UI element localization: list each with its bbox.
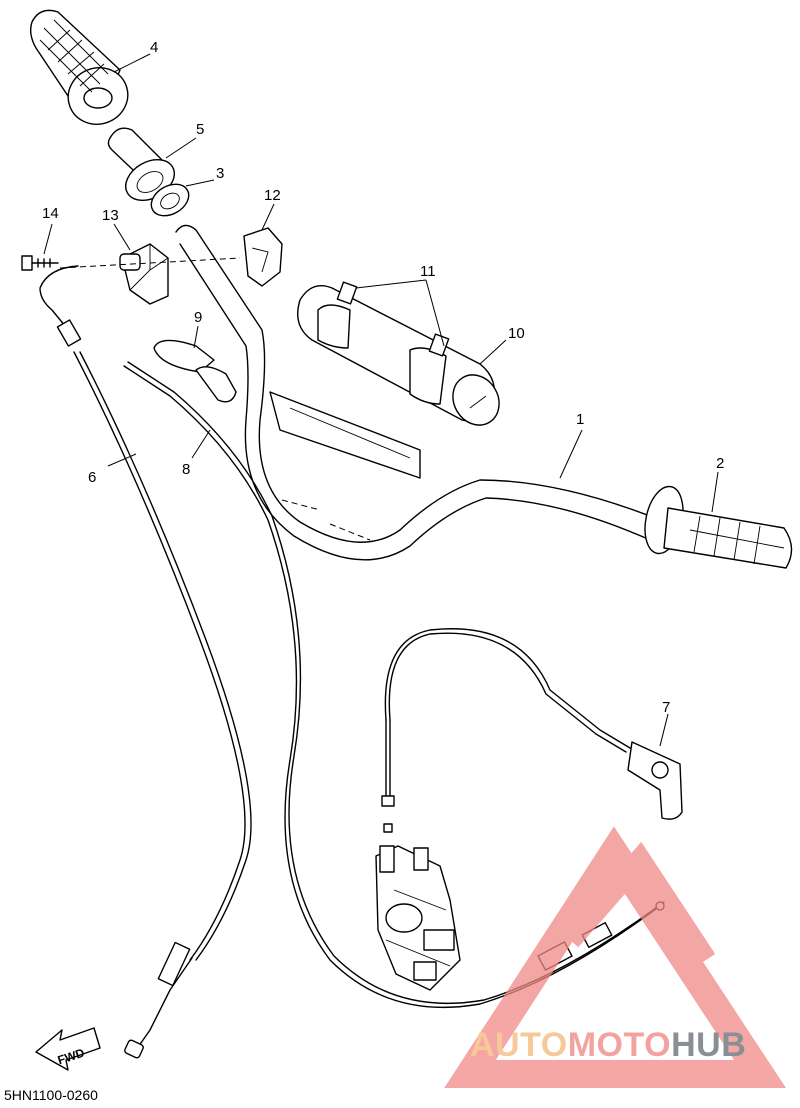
callout-9: 9 [194, 309, 202, 326]
leader-lines [43, 53, 719, 747]
part-4-left-grip [29, 9, 129, 125]
part-7-choke-cable [381, 628, 683, 833]
part-13-throttle-housing [119, 243, 169, 305]
watermark-brand: AUTOMOTOHUB [470, 1026, 746, 1065]
callout-5: 5 [196, 121, 204, 138]
callout-11: 11 [420, 263, 436, 280]
callout-numbers: 1 2 3 4 5 6 7 8 9 10 11 12 13 14 [42, 39, 724, 716]
brand-part-hub: HUB [671, 1026, 747, 1064]
callout-13: 13 [102, 207, 119, 224]
callout-7: 7 [662, 699, 670, 716]
part-6-throttle-cable [39, 265, 252, 1059]
callout-3: 3 [216, 165, 224, 182]
brand-part-auto: AUTO [470, 1026, 568, 1064]
callout-2: 2 [716, 455, 724, 472]
callout-10: 10 [508, 325, 525, 342]
callout-4: 4 [150, 39, 158, 56]
part-1-handlebar [175, 224, 661, 561]
callout-1: 1 [576, 411, 584, 428]
part-9-lever [153, 339, 237, 403]
part-11-pad-bands [317, 281, 450, 405]
callout-6: 6 [88, 469, 96, 486]
carburetor [375, 845, 461, 991]
diagram-code: 5HN1100-0260 [4, 1087, 98, 1103]
part-3-collar [150, 183, 190, 217]
part-14-screw [21, 255, 59, 271]
callout-12: 12 [264, 187, 281, 204]
callout-14: 14 [42, 205, 59, 222]
part-2-right-grip [644, 485, 793, 569]
callout-8: 8 [182, 461, 190, 478]
brand-part-moto: MOTO [567, 1026, 672, 1064]
automotohub-logo-mark [444, 826, 786, 1088]
fwd-arrow: FWD [35, 1027, 101, 1071]
part-12-housing-half [243, 227, 283, 287]
